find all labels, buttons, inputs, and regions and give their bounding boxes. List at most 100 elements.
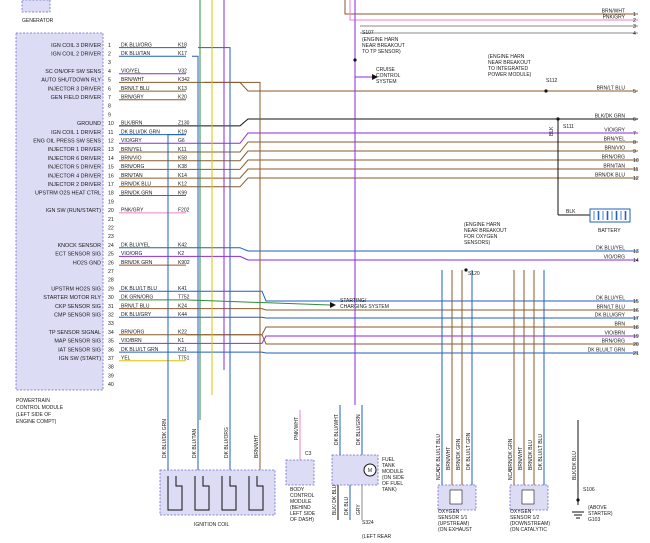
pcm-circuit-code: K38 xyxy=(178,164,187,170)
pcm-wire-color: VIO/YEL xyxy=(121,69,141,75)
fuel-ground-color: BLK/ DK BLU xyxy=(332,484,338,515)
generator-label: GENERATOR xyxy=(22,18,54,24)
pcm-pin-number: 11 xyxy=(108,130,113,136)
o2-upstream-nca: NCA xyxy=(436,469,442,480)
s120-note-line: (ENGINE HARN xyxy=(464,222,501,228)
bcm-caption-line: LEFT SIDE xyxy=(290,511,316,517)
right-pin-number: 10 xyxy=(633,158,639,164)
harness-wire xyxy=(186,168,638,179)
pnk-gry-top-wire xyxy=(349,0,638,21)
pcm-pin-number: 2 xyxy=(108,52,111,58)
pcm-circuit-code: T751 xyxy=(178,356,190,362)
bcm-caption: BODY CONTROL MODULE (BEHIND LEFT SIDE OF… xyxy=(290,487,316,523)
pcm-pin-number: 16 xyxy=(108,173,114,179)
pcm-wire-color: BRN/LT BLU xyxy=(121,303,150,309)
right-wire-color: VIO/ORG xyxy=(604,255,626,261)
o2-down-caption-line: (DOWNSTREAM) xyxy=(510,521,550,527)
pcm-wire-color: DK BLU/LT GRN xyxy=(121,347,159,353)
pcm-pin-label: CMP SENSOR SIG xyxy=(54,313,101,319)
pcm-pin-label: ENG OIL PRESS SW SENS xyxy=(33,139,101,145)
pcm-pin-number: 24 xyxy=(108,243,114,249)
pcm-circuit-code: K22 xyxy=(178,330,187,336)
pcm-pin-number: 5 xyxy=(108,78,111,84)
pcm-circuit-code: K19 xyxy=(178,129,187,135)
pcm-wire-color: VIO/GRY xyxy=(121,138,142,144)
pcm-circuit-code: K41 xyxy=(178,286,187,292)
pcm-wire-color: YEL xyxy=(121,356,131,362)
pcm-pin-label: INJECTOR 5 DRIVER xyxy=(48,165,101,171)
right-wire-color: BRN/LT BLU xyxy=(597,305,626,311)
right-wire-color: BRN/TAN xyxy=(603,164,625,170)
battery-label: BATTERY xyxy=(598,228,621,234)
right-pin-number: 16 xyxy=(633,308,639,314)
pcm-pin-label: CKP SENSOR SIG xyxy=(55,304,101,310)
s120-label: S120 xyxy=(468,271,480,277)
s106-splice-dot xyxy=(576,498,580,502)
pcm-wire-color: DK BLU/GRY xyxy=(121,312,152,318)
s120-splice-dot xyxy=(464,268,468,272)
fuel-caption-line: OF FUEL xyxy=(382,481,403,487)
pcm-circuit-code: K902 xyxy=(178,260,190,266)
pcm-wire-color: PNK/GRY xyxy=(121,208,144,214)
pcm-circuit-code: K17 xyxy=(178,51,187,57)
right-pin-number: 15 xyxy=(633,299,639,305)
fuel-ground-color: DK BLU xyxy=(344,497,350,515)
battery-wire-label: BLK xyxy=(566,209,576,215)
brn-wht-top-wire xyxy=(344,0,638,15)
harness-wire xyxy=(186,308,638,311)
pcm-wire-color: DK BLU/LT BLU xyxy=(121,286,157,292)
pcm-circuit-code: K18 xyxy=(178,42,187,48)
coil-feed-wire xyxy=(198,47,231,470)
right-wire-color: BRN xyxy=(614,322,625,328)
s112-splice-dot xyxy=(544,89,548,93)
pcm-circuit-code: F202 xyxy=(178,208,190,214)
pcm-circuit-code: K14 xyxy=(178,173,187,179)
s112-label: S112 xyxy=(546,78,558,84)
right-pin-number: 4 xyxy=(633,31,636,37)
cruise-label-line: SYSTEM xyxy=(376,79,397,85)
fuel-caption-line: (ON SIDE xyxy=(382,475,405,481)
coil-wire-color: DK BLU/DK GRN xyxy=(162,419,168,458)
pcm-pin-label: INJECTOR 6 DRIVER xyxy=(48,156,101,162)
o2-downstream-wire-color: BRN/WHT xyxy=(518,447,524,470)
pcm-pin-number: 1 xyxy=(108,43,111,49)
pcm-pin-label: INJECTOR 2 DRIVER xyxy=(48,182,101,188)
s120-note-line: FOR OXYGEN xyxy=(464,234,498,240)
right-pin-number: 19 xyxy=(633,334,639,340)
pcm-circuit-code: K342 xyxy=(178,77,190,83)
pcm-pin-label: IGN SW (RUN/START) xyxy=(46,208,101,214)
harness-wire xyxy=(186,132,638,144)
pcm-pin-number: 20 xyxy=(108,208,114,214)
pcm-wire-color: BRN/DK GRN xyxy=(121,190,153,196)
harness-wire xyxy=(186,255,638,261)
harness-wire xyxy=(186,316,638,319)
right-pin-number: 20 xyxy=(633,342,639,348)
coil-feed-wire xyxy=(204,81,261,470)
fuel-caption-line: MODULE xyxy=(382,469,404,475)
right-wire-color: PNK/GRY xyxy=(603,15,626,21)
pcm-wire-color: DK BLU/DK GRN xyxy=(121,129,160,135)
pcm-caption-line: (LEFT SIDE OF xyxy=(16,412,51,418)
starting-label-line: STARTING/ xyxy=(340,298,367,304)
s111-label: S111 xyxy=(563,124,574,130)
right-wire-color: DK BLU/YEL xyxy=(596,246,625,252)
s324-label: S324 xyxy=(362,520,374,526)
s112-note-line: TO INTEGRATED xyxy=(488,66,528,72)
pcm-pin-number: 23 xyxy=(108,234,114,240)
pcm-pin-number: 17 xyxy=(108,182,114,188)
g103-caption-line: (ABOVE xyxy=(588,505,608,511)
o2-downstream-wire-color: BRN/DK BLU xyxy=(528,440,534,470)
pcm-pin-number: 6 xyxy=(108,86,111,92)
pcm-wire-color: BRN/YEL xyxy=(121,147,143,153)
s112-note-line: (ENGINE HARN xyxy=(488,54,525,60)
pcm-caption: POWERTRAIN CONTROL MODULE (LEFT SIDE OF … xyxy=(16,398,64,425)
pcm-pin-number: 32 xyxy=(108,313,114,319)
s111-blk-label: BLK xyxy=(549,126,555,136)
harness-wire xyxy=(186,81,638,92)
coil-feed-wire xyxy=(167,134,186,470)
right-wire-color: BRN/WHT xyxy=(602,9,625,15)
pcm-pin-number: 15 xyxy=(108,165,114,171)
pcm-pin-label: INJECTOR 3 DRIVER xyxy=(48,86,101,92)
pcm-pin-number: 12 xyxy=(108,139,114,145)
